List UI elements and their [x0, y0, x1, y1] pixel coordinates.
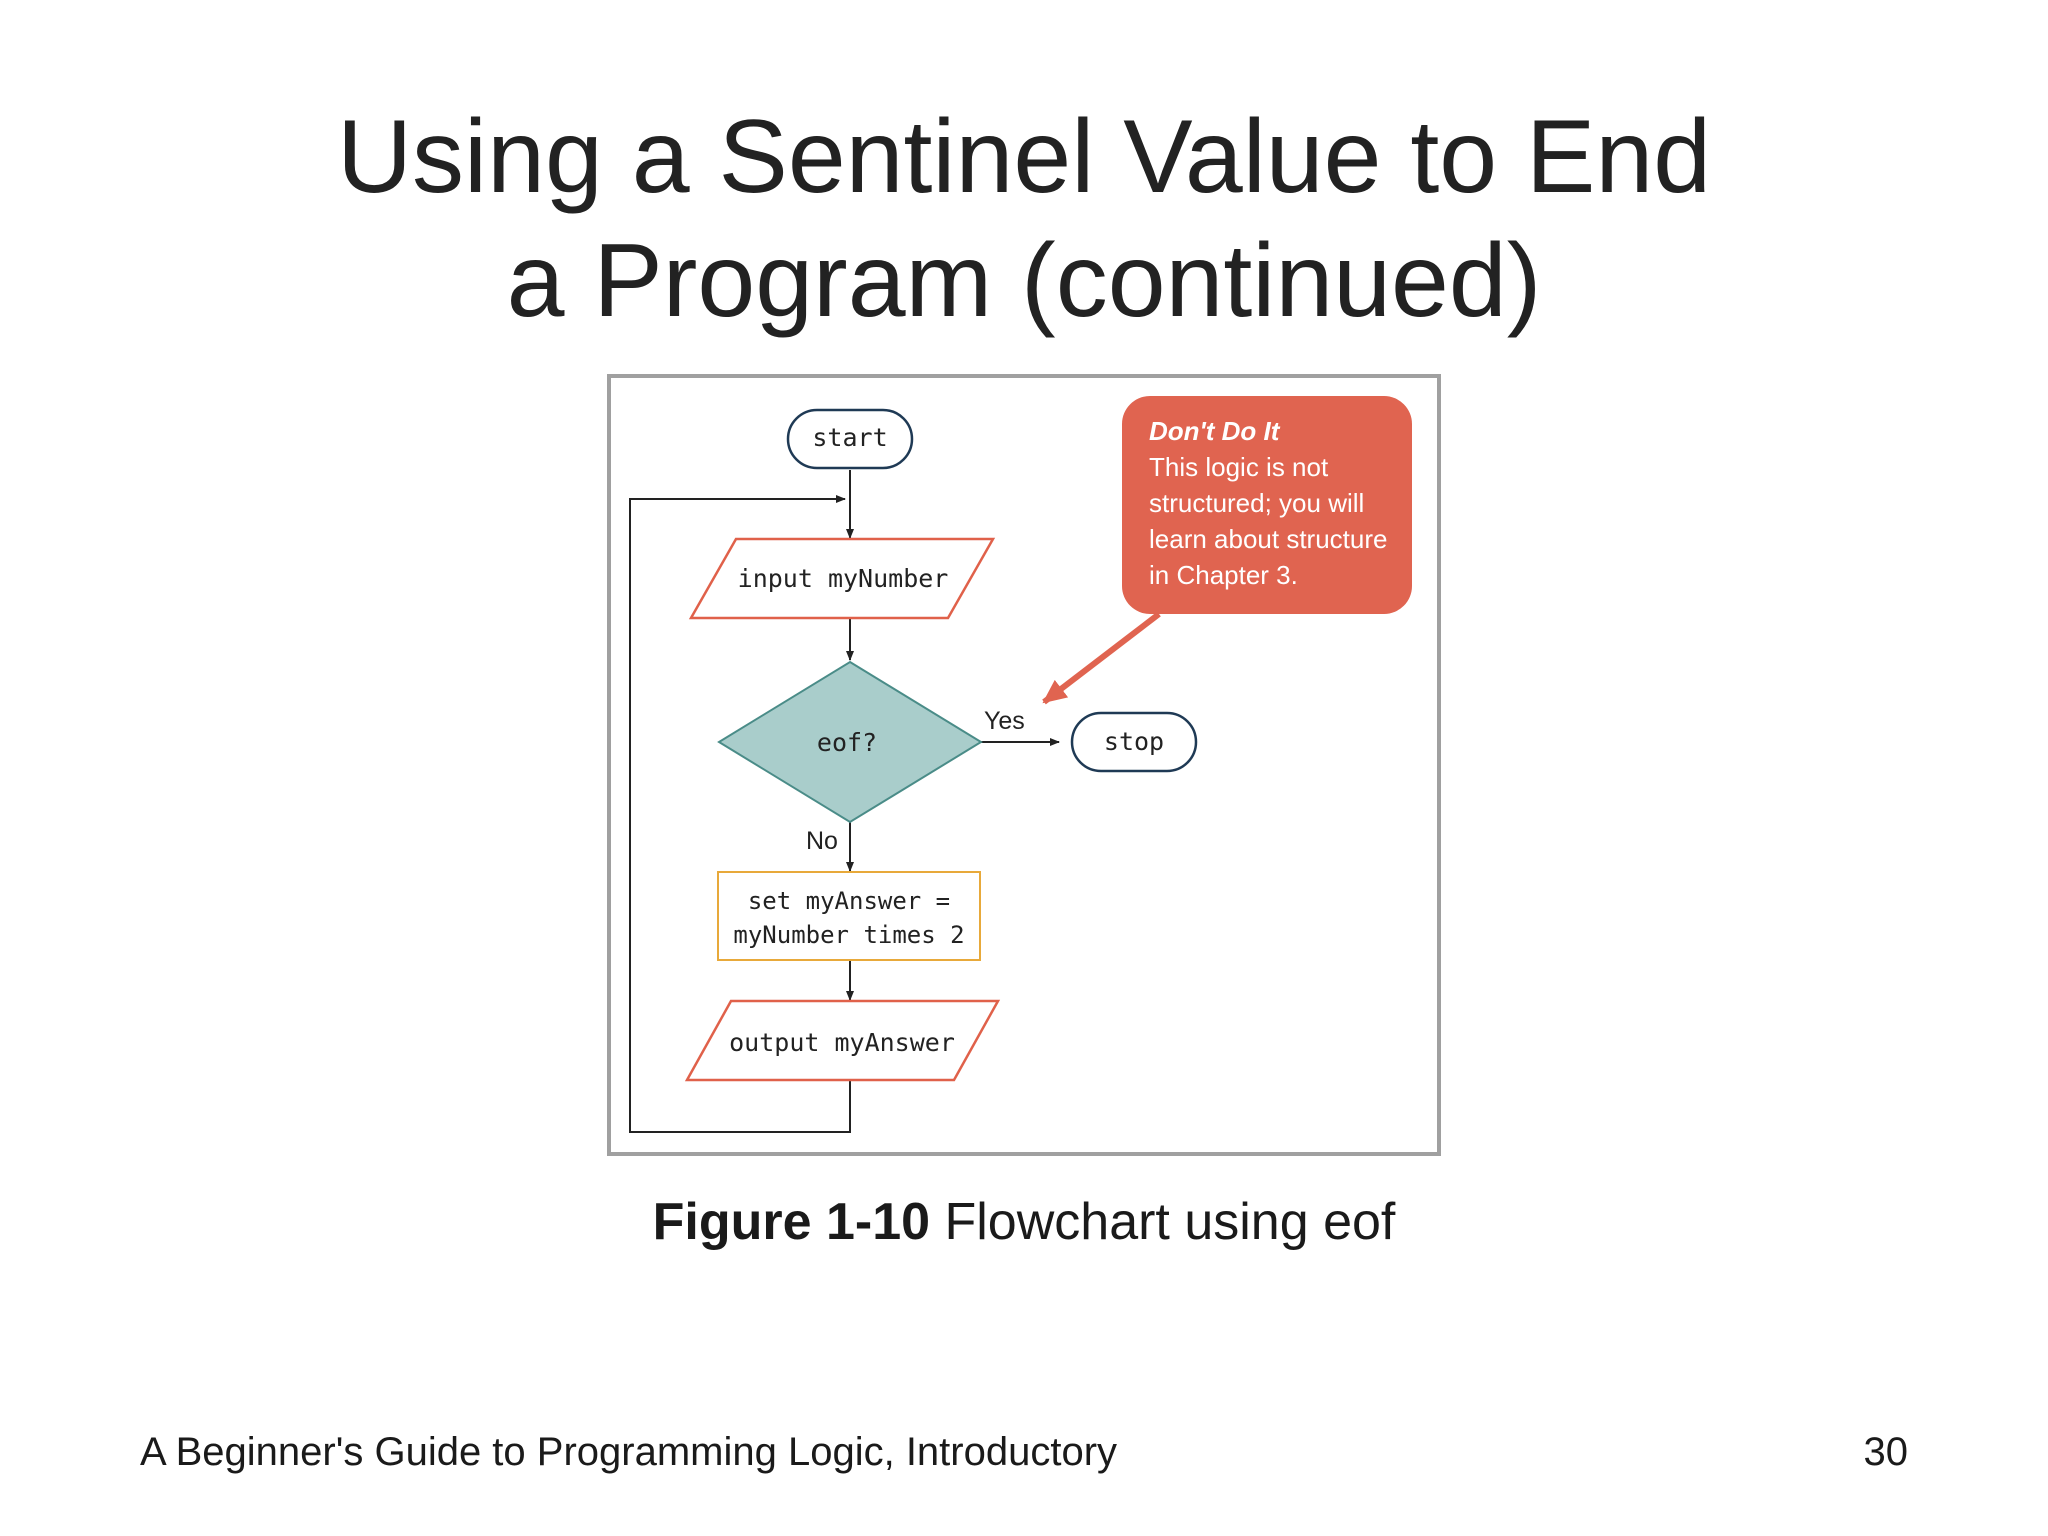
yes-label: Yes: [984, 707, 1025, 735]
callout-line-2: structured; you will: [1149, 488, 1364, 518]
callout-line-4: in Chapter 3.: [1149, 560, 1298, 590]
decision-label: eof?: [817, 728, 877, 757]
flowchart-diagram: start input myNumber eof? Yes No stop se…: [629, 396, 1412, 1133]
page-number: 30: [1863, 1430, 1909, 1474]
process-label-line-2: myNumber times 2: [733, 921, 964, 949]
figure-caption-text: Flowchart using eof: [930, 1193, 1396, 1251]
output-parallelogram: [684, 999, 1001, 1082]
slide-title-line-1: Using a Sentinel Value to End: [336, 99, 1712, 215]
loop-back-connector: [629, 495, 851, 1133]
slide-title-line-2: a Program (continued): [506, 223, 1542, 339]
output-label: output myAnswer: [729, 1028, 955, 1057]
callout-line-1: This logic is not: [1149, 452, 1329, 482]
no-label: No: [806, 827, 838, 855]
figure-caption-label: Figure 1-10: [652, 1193, 931, 1251]
stop-label: stop: [1104, 727, 1164, 756]
callout-title: Don't Do It: [1149, 416, 1281, 446]
dont-do-it-callout: [1122, 396, 1412, 614]
flowchart-figure: start input myNumber eof? Yes No stop se…: [607, 374, 1441, 1156]
footer-book-title: A Beginner's Guide to Programming Logic,…: [140, 1430, 1118, 1474]
start-label: start: [812, 423, 887, 452]
callout-pointer-arrow: [1042, 611, 1161, 705]
callout-line-3: learn about structure: [1149, 524, 1387, 554]
eof-decision-diamond: [717, 660, 983, 824]
process-label-line-1: set myAnswer =: [748, 887, 950, 915]
set-answer-process-box: [717, 871, 981, 961]
stop-terminal: [1070, 711, 1198, 773]
start-terminal: [786, 408, 914, 470]
input-label: input myNumber: [738, 564, 949, 593]
input-parallelogram: [688, 537, 996, 620]
figure-caption: Figure 1-10 Flowchart using eof: [0, 1192, 2048, 1252]
